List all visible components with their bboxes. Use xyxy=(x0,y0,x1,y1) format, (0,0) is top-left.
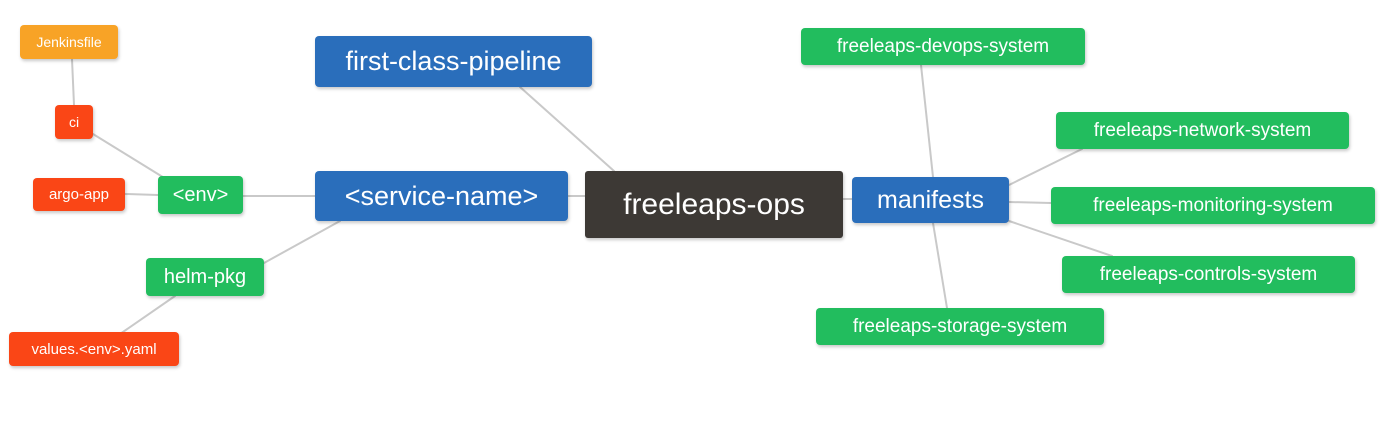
node-helm-pkg[interactable]: helm-pkg xyxy=(146,258,264,296)
edge-service-helm xyxy=(263,220,341,264)
edge-ci-env xyxy=(92,133,167,180)
node-freeleaps-storage-system[interactable]: freeleaps-storage-system xyxy=(816,308,1104,345)
edge-jenkinsfile-ci xyxy=(71,58,75,106)
edge-manifests-network xyxy=(1008,148,1083,186)
edge-manifests-monitoring xyxy=(1008,201,1052,204)
node-values-yaml[interactable]: values.<env>.yaml xyxy=(9,332,179,366)
node-freeleaps-controls-system[interactable]: freeleaps-controls-system xyxy=(1062,256,1355,293)
node-freeleaps-devops-system[interactable]: freeleaps-devops-system xyxy=(801,28,1085,65)
node-freeleaps-monitoring-system[interactable]: freeleaps-monitoring-system xyxy=(1051,187,1375,224)
edge-manifests-controls xyxy=(1008,220,1113,257)
node-freeleaps-ops[interactable]: freeleaps-ops xyxy=(585,171,843,238)
node-env[interactable]: <env> xyxy=(158,176,243,214)
edge-helm-values xyxy=(119,295,176,335)
node-argo-app[interactable]: argo-app xyxy=(33,178,125,211)
node-freeleaps-network-system[interactable]: freeleaps-network-system xyxy=(1056,112,1349,149)
edge-manifests-storage xyxy=(932,222,948,309)
node-manifests[interactable]: manifests xyxy=(852,177,1009,223)
node-jenkinsfile[interactable]: Jenkinsfile xyxy=(20,25,118,59)
node-service-name[interactable]: <service-name> xyxy=(315,171,568,221)
edge-argo-env xyxy=(124,193,159,196)
node-ci[interactable]: ci xyxy=(55,105,93,139)
edge-manifests-devops xyxy=(920,64,934,178)
node-first-class-pipeline[interactable]: first-class-pipeline xyxy=(315,36,592,87)
edge-pipeline-ops xyxy=(519,86,615,172)
